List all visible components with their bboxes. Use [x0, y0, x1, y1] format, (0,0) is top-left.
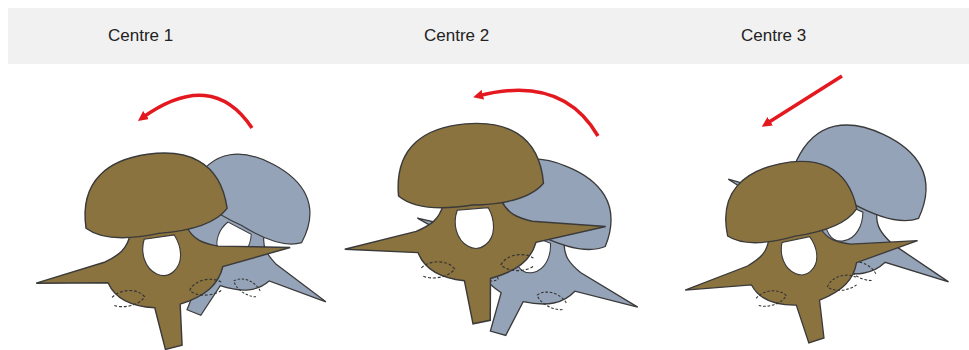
vertebra-brown: [21, 136, 302, 350]
rotation-arrow: [142, 95, 252, 128]
vertebra-brown: [335, 112, 613, 334]
panel-label: Centre 3: [741, 26, 806, 46]
panel-label: Centre 2: [424, 26, 489, 46]
vertebra-brown: [664, 139, 934, 350]
panel-label: Centre 1: [108, 26, 173, 46]
translation-arrow: [766, 76, 842, 124]
header-band: [8, 8, 969, 64]
rotation-arrow: [478, 90, 598, 136]
